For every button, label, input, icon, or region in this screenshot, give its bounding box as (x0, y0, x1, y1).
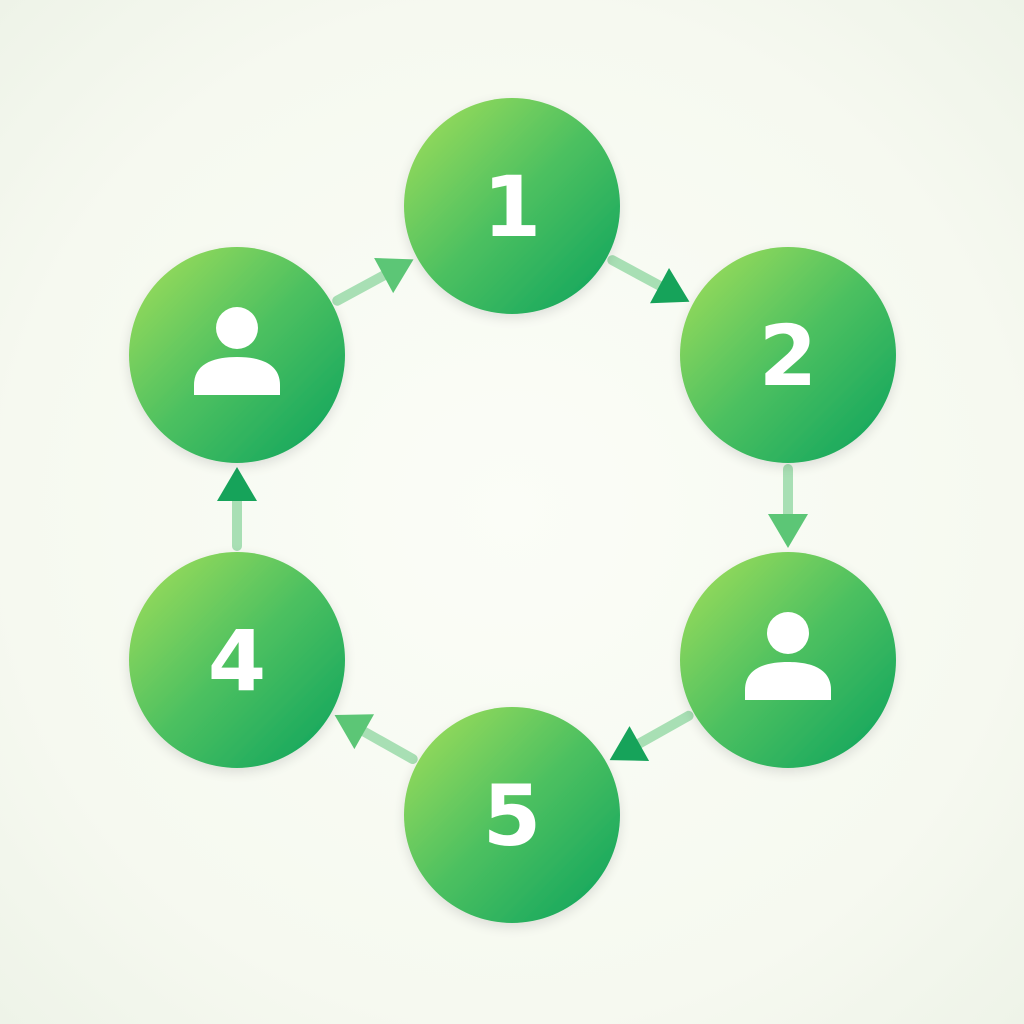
node-1: 1 (404, 98, 620, 314)
arrowhead (374, 257, 414, 294)
user-icon (194, 307, 280, 395)
node-circle (129, 552, 345, 768)
arrowhead (768, 514, 808, 548)
node-5: 5 (404, 707, 620, 923)
node-2: 2 (680, 247, 896, 463)
connections-layer (217, 255, 808, 765)
node-label: 5 (483, 767, 541, 865)
arrowhead (334, 714, 375, 750)
node-label: 4 (208, 612, 266, 710)
user-icon-head (216, 307, 258, 349)
node-user-right (680, 552, 896, 768)
node-4: 4 (129, 552, 345, 768)
node-circle (680, 247, 896, 463)
connection-arrow (768, 464, 808, 548)
connection-arrow (332, 257, 414, 306)
node-circle (404, 707, 620, 923)
node-label: 2 (759, 307, 817, 405)
node-label: 1 (483, 158, 541, 256)
node-circle (404, 98, 620, 314)
node-user-left (129, 247, 345, 463)
connection-arrow (217, 467, 257, 551)
connection-line (607, 255, 665, 291)
user-icon-head (767, 612, 809, 654)
arrowhead (650, 268, 690, 304)
nodes-layer: 1 2 5 4 (129, 98, 896, 923)
user-icon (745, 612, 831, 700)
user-icon-body (194, 357, 280, 395)
arrowhead (609, 726, 650, 761)
connection-arrow (609, 710, 694, 761)
connection-arrow (334, 714, 418, 765)
arrowhead (217, 467, 257, 501)
connection-line (359, 726, 418, 765)
connection-line (332, 270, 389, 306)
node-circle (680, 552, 896, 768)
node-circle (129, 247, 345, 463)
connection-arrow (607, 255, 690, 304)
user-icon-body (745, 662, 831, 700)
connection-line (634, 710, 694, 749)
